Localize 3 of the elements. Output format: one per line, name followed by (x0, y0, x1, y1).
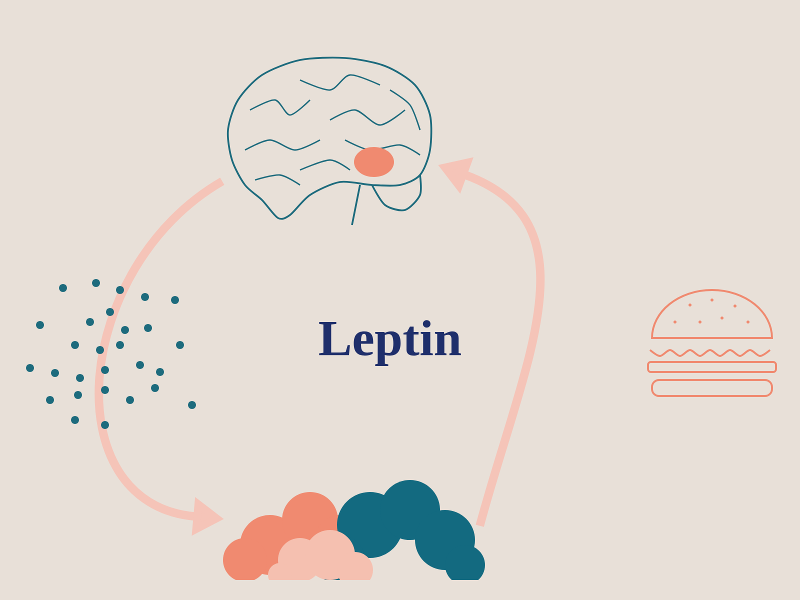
fat-tissue-drawing (223, 480, 485, 580)
title: Leptin (319, 320, 461, 366)
brain-drawing (226, 56, 432, 226)
